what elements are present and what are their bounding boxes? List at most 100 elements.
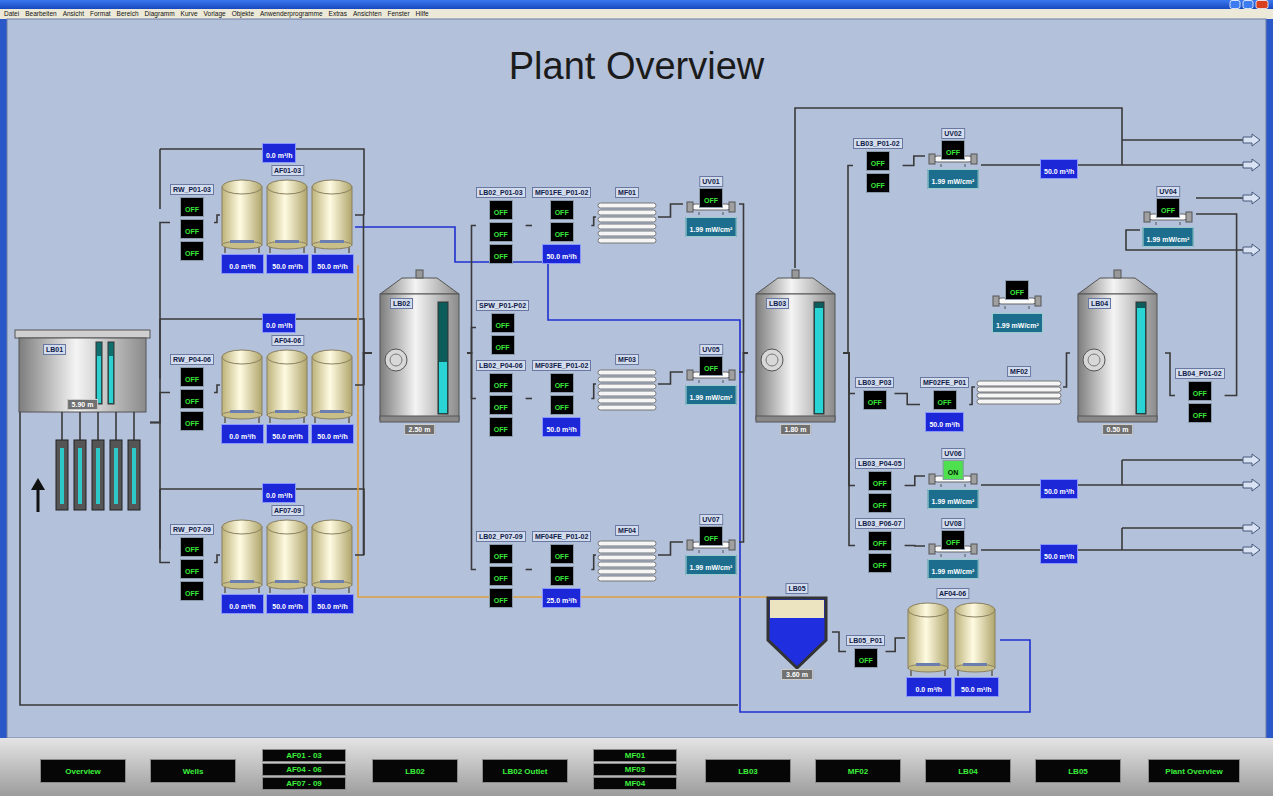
value-text: 50.0 m³/h — [317, 433, 347, 440]
level-readout: 1.80 m — [780, 424, 812, 435]
value-text: 1.99 mW/cm² — [932, 178, 975, 185]
flow-box: 0.0 m³/h — [221, 424, 264, 444]
equipment: UV05OFF1.99 mW/cm² — [683, 344, 739, 400]
value-text: 1.99 mW/cm² — [1147, 236, 1190, 243]
flow-box: 50.0 m³/h — [311, 594, 354, 614]
button-text: MF04 — [625, 779, 645, 788]
status-box: 1.99 mW/cm² — [686, 555, 737, 575]
pipe-line — [526, 569, 532, 571]
status-box: OFF — [180, 537, 204, 557]
drain-pipe — [358, 265, 768, 597]
tag-label: LB03 — [766, 298, 789, 309]
outlets — [1243, 134, 1260, 556]
value-text: OFF — [494, 597, 508, 604]
status-box: 50.0 m³/h — [542, 417, 580, 437]
window-buttons — [1230, 1, 1268, 9]
flow-box: 50.0 m³/h — [311, 254, 354, 274]
status-box: OFF — [180, 367, 204, 387]
status-box: OFF — [491, 335, 515, 355]
pipe-line — [843, 166, 853, 354]
value-text: OFF — [494, 404, 508, 411]
nav-button: MF03 — [593, 763, 677, 776]
value-text: OFF — [494, 426, 508, 433]
value-text: OFF — [555, 209, 569, 216]
flow-box: 50.0 m³/h — [266, 424, 309, 444]
status-box: OFF — [868, 493, 892, 513]
pump-group: LB02_P04-06OFFOFFOFF — [476, 360, 526, 437]
value-text: OFF — [494, 231, 508, 238]
button-text: LB04 — [958, 767, 978, 776]
tag-label: LB03_P04-05 — [855, 458, 905, 469]
status-box: 25.0 m³/h — [542, 588, 580, 608]
flow-box: 0.0 m³/h — [906, 677, 952, 697]
pump-group: LB05_P01OFF — [846, 635, 885, 668]
status-box: OFF — [1188, 381, 1212, 401]
tag-label: UV07 — [699, 514, 723, 525]
button-text: LB05 — [1068, 767, 1088, 776]
button-text: AF01 - 03 — [286, 751, 322, 760]
status-box: OFF — [868, 553, 892, 573]
pipe-line — [658, 542, 683, 555]
value-text: 1.99 mW/cm² — [996, 322, 1039, 329]
level-readout: 0.50 m — [1102, 424, 1134, 435]
value-text: OFF — [704, 365, 718, 372]
value-text: 1.99 mW/cm² — [690, 394, 733, 401]
tag-label: RW_P07-09 — [170, 524, 214, 535]
equipment: UV02OFF1.99 mW/cm² — [925, 128, 981, 184]
pipe-line — [1165, 353, 1175, 396]
status-box: OFF — [550, 373, 574, 393]
flow-box: 0.0 m³/h — [221, 594, 264, 614]
value-text: ON — [948, 469, 959, 476]
uv-lamps — [687, 154, 1192, 557]
value-text: 0.0 m³/h — [229, 603, 255, 610]
value-text: 1.99 mW/cm² — [690, 226, 733, 233]
value-text: OFF — [555, 231, 569, 238]
status-box: OFF — [550, 395, 574, 415]
pump-group: LB03_P06-07OFFOFF — [855, 518, 905, 573]
pipe-line — [214, 215, 220, 223]
pipe-line — [886, 638, 906, 652]
value-text: OFF — [1193, 412, 1207, 419]
status-box: OFF — [868, 471, 892, 491]
pipe-line — [591, 555, 596, 570]
value-text: OFF — [185, 546, 199, 553]
button-text: Plant Overview — [1165, 767, 1222, 776]
equipment: LB040.50 m — [1070, 268, 1165, 438]
tag-label: MF04 — [615, 525, 639, 536]
value-text: 1.99 mW/cm² — [932, 498, 975, 505]
pipe-line — [905, 545, 925, 547]
value-text: 50.0 m³/h — [961, 686, 991, 693]
storage-tanks — [380, 270, 1157, 422]
tag-label: LB01 — [43, 344, 66, 355]
status-box: OFF — [180, 241, 204, 261]
status-box: OFF — [1156, 198, 1180, 218]
status-box: OFF — [868, 531, 892, 551]
readout-box: OFF — [1005, 280, 1029, 300]
button-text: Overview — [65, 767, 101, 776]
equipment: LB053.60 m — [762, 583, 832, 681]
value-text: OFF — [494, 253, 508, 260]
value-text: OFF — [946, 149, 960, 156]
value-text: 50.0 m³/h — [1044, 488, 1074, 495]
status-box: OFF — [489, 244, 513, 264]
value-text: OFF — [185, 250, 199, 257]
status-box: 50.0 m³/h — [542, 244, 580, 264]
value-text: OFF — [704, 197, 718, 204]
pump-group: LB03_P03OFF — [855, 377, 894, 410]
value-text: OFF — [494, 553, 508, 560]
value-text: OFF — [938, 399, 952, 406]
pump-group: MF04FE_P01-02OFFOFF25.0 m³/h — [532, 531, 591, 608]
pipe-line — [591, 217, 596, 226]
status-box: OFF — [550, 222, 574, 242]
tag-label: UV04 — [1156, 186, 1180, 197]
pump-group: MF01FE_P01-02OFFOFF50.0 m³/h — [532, 187, 591, 264]
equipment: MF04 — [596, 525, 658, 585]
status-box: OFF — [699, 188, 723, 208]
status-box: OFF — [180, 219, 204, 239]
pipe-line — [150, 223, 170, 423]
value-text: OFF — [555, 553, 569, 560]
status-box: OFF — [933, 390, 957, 410]
status-box: OFF — [550, 544, 574, 564]
tag-label: MF02 — [1007, 366, 1031, 377]
value-text: 0.0 m³/h — [266, 322, 292, 329]
